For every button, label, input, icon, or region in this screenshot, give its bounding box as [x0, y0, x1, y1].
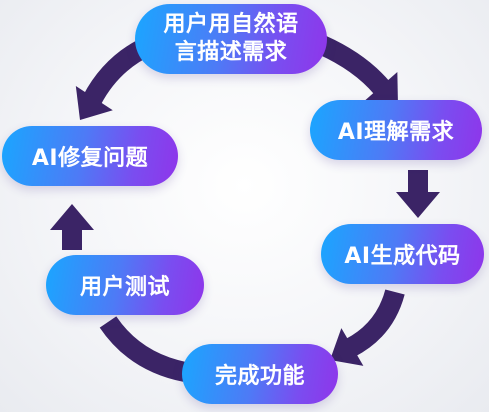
node-label: AI修复问题	[31, 146, 149, 171]
node-describe-requirements: 用户用自然语 言描述需求	[135, 4, 327, 74]
node-user-test: 用户测试	[46, 255, 204, 315]
arrow-describe-to-understand	[317, 35, 398, 106]
arrow-generate-to-complete	[330, 289, 405, 366]
arrow-head	[330, 328, 364, 366]
arrow-head	[364, 71, 398, 106]
node-ai-generate-code: AI生成代码	[321, 224, 484, 284]
node-label: AI生成代码	[344, 244, 461, 269]
node-complete-feature: 完成功能	[182, 344, 338, 404]
arrow-shaft	[99, 316, 188, 382]
arrow-head	[396, 192, 440, 218]
arrow-shaft	[345, 289, 405, 357]
node-label: 用户用自然语 言描述需求	[163, 12, 299, 65]
node-label: AI理解需求	[337, 120, 455, 145]
arrow-understand-to-generate	[396, 170, 440, 218]
node-label: 完成功能	[214, 364, 305, 389]
arrow-test-to-fix	[50, 204, 94, 250]
node-label: 用户测试	[79, 275, 170, 300]
node-ai-fix: AI修复问题	[2, 126, 178, 186]
arrow-complete-to-test	[99, 316, 188, 382]
node-ai-understand: AI理解需求	[310, 100, 482, 160]
arrow-shaft	[317, 35, 390, 95]
arrow-head	[75, 86, 113, 120]
arrow-head	[50, 204, 94, 230]
